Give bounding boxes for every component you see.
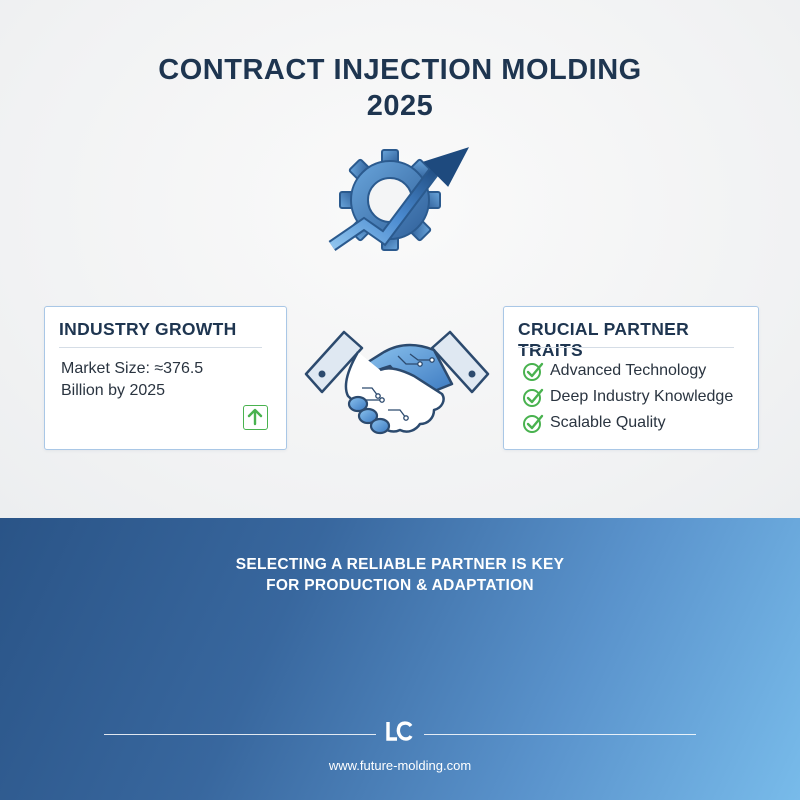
up-arrow-icon bbox=[243, 405, 268, 430]
gear-growth-arrow-icon bbox=[326, 142, 476, 254]
footer-divider-left bbox=[104, 734, 376, 735]
tagline-line-1: SELECTING A RELIABLE PARTNER IS KEY bbox=[235, 556, 565, 573]
trait-label: Deep Industry Knowledge bbox=[550, 388, 734, 405]
market-size-text: Market Size: ≈376.5 Billion by 2025 bbox=[61, 358, 261, 402]
title-line-2: 2025 bbox=[366, 90, 434, 122]
card-divider bbox=[518, 347, 734, 348]
check-icon bbox=[522, 360, 544, 382]
trait-item: Advanced Technology bbox=[522, 358, 733, 384]
partner-traits-title: CRUCIAL PARTNER TRAITS bbox=[518, 319, 690, 360]
tagline: SELECTING A RELIABLE PARTNER IS KEY FOR … bbox=[0, 554, 800, 596]
page-title: CONTRACT INJECTION MOLDING 2025 bbox=[0, 52, 800, 124]
check-icon bbox=[522, 386, 544, 408]
trait-item: Deep Industry Knowledge bbox=[522, 384, 733, 410]
industry-growth-card: INDUSTRY GROWTH Market Size: ≈376.5 Bill… bbox=[44, 306, 287, 450]
footer-banner: SELECTING A RELIABLE PARTNER IS KEY FOR … bbox=[0, 518, 800, 800]
top-section: CONTRACT INJECTION MOLDING 2025 bbox=[0, 0, 800, 518]
handshake-icon bbox=[302, 326, 492, 444]
market-size-line-2: Billion by 2025 bbox=[61, 382, 166, 399]
check-icon bbox=[522, 412, 544, 434]
trait-label: Advanced Technology bbox=[550, 362, 707, 379]
title-line-1: CONTRACT INJECTION MOLDING bbox=[158, 54, 642, 86]
trait-label: Scalable Quality bbox=[550, 414, 666, 431]
market-size-line-1: Market Size: ≈376.5 bbox=[61, 360, 204, 377]
trait-item: Scalable Quality bbox=[522, 410, 733, 436]
partner-traits-card: CRUCIAL PARTNER TRAITS Advanced Technolo… bbox=[503, 306, 759, 450]
footer-divider-right bbox=[424, 734, 696, 735]
tagline-line-2: FOR PRODUCTION & ADAPTATION bbox=[266, 577, 534, 594]
website-link[interactable]: www.future-molding.com bbox=[328, 758, 472, 773]
lc-logo-icon bbox=[384, 718, 414, 744]
card-divider bbox=[59, 347, 262, 348]
traits-list: Advanced Technology Deep Industry Knowle… bbox=[522, 358, 733, 436]
industry-growth-title: INDUSTRY GROWTH bbox=[59, 319, 237, 339]
